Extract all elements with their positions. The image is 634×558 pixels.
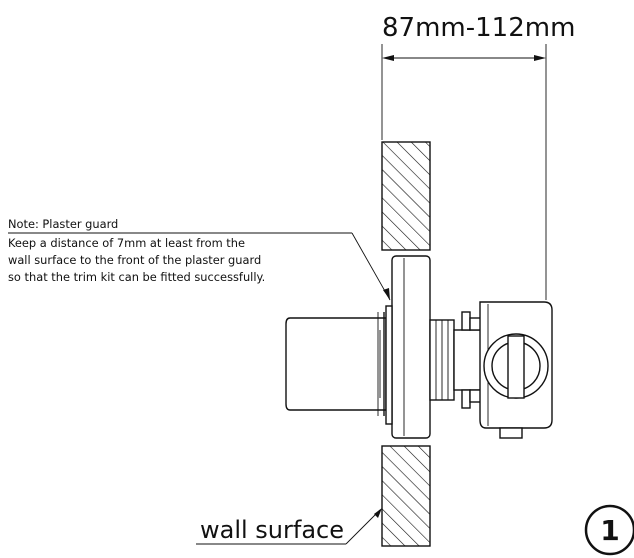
note-heading: Note: Plaster guard	[8, 217, 118, 231]
note-leader	[351, 232, 391, 301]
plaster-guard-cap	[285, 317, 387, 411]
plaster-guard-flange	[391, 255, 431, 439]
cap-collar	[385, 305, 393, 425]
bottom-screw	[461, 389, 471, 409]
outlet-nut	[507, 335, 525, 399]
dimension-label: 87mm-112mm	[382, 13, 575, 43]
dimension-arrow-right	[534, 55, 546, 61]
note-line-1: Keep a distance of 7mm at least from the	[8, 236, 245, 250]
step-number: 1	[600, 514, 619, 547]
note-line-2: wall surface to the front of the plaster…	[8, 253, 261, 267]
note-leader-arrow	[383, 288, 390, 300]
bottom-fitting	[499, 427, 523, 439]
wall-upper-section	[381, 141, 431, 251]
wall-label-leader	[345, 509, 381, 545]
dimension-arrow-left	[382, 55, 394, 61]
step-number-circle	[584, 504, 634, 556]
note-line-3: so that the trim kit can be fitted succe…	[8, 270, 265, 284]
wall-lower-section	[381, 445, 431, 547]
wall-surface-label: wall surface	[200, 516, 344, 544]
wall-label-arrow	[374, 508, 382, 518]
top-screw	[461, 311, 471, 331]
